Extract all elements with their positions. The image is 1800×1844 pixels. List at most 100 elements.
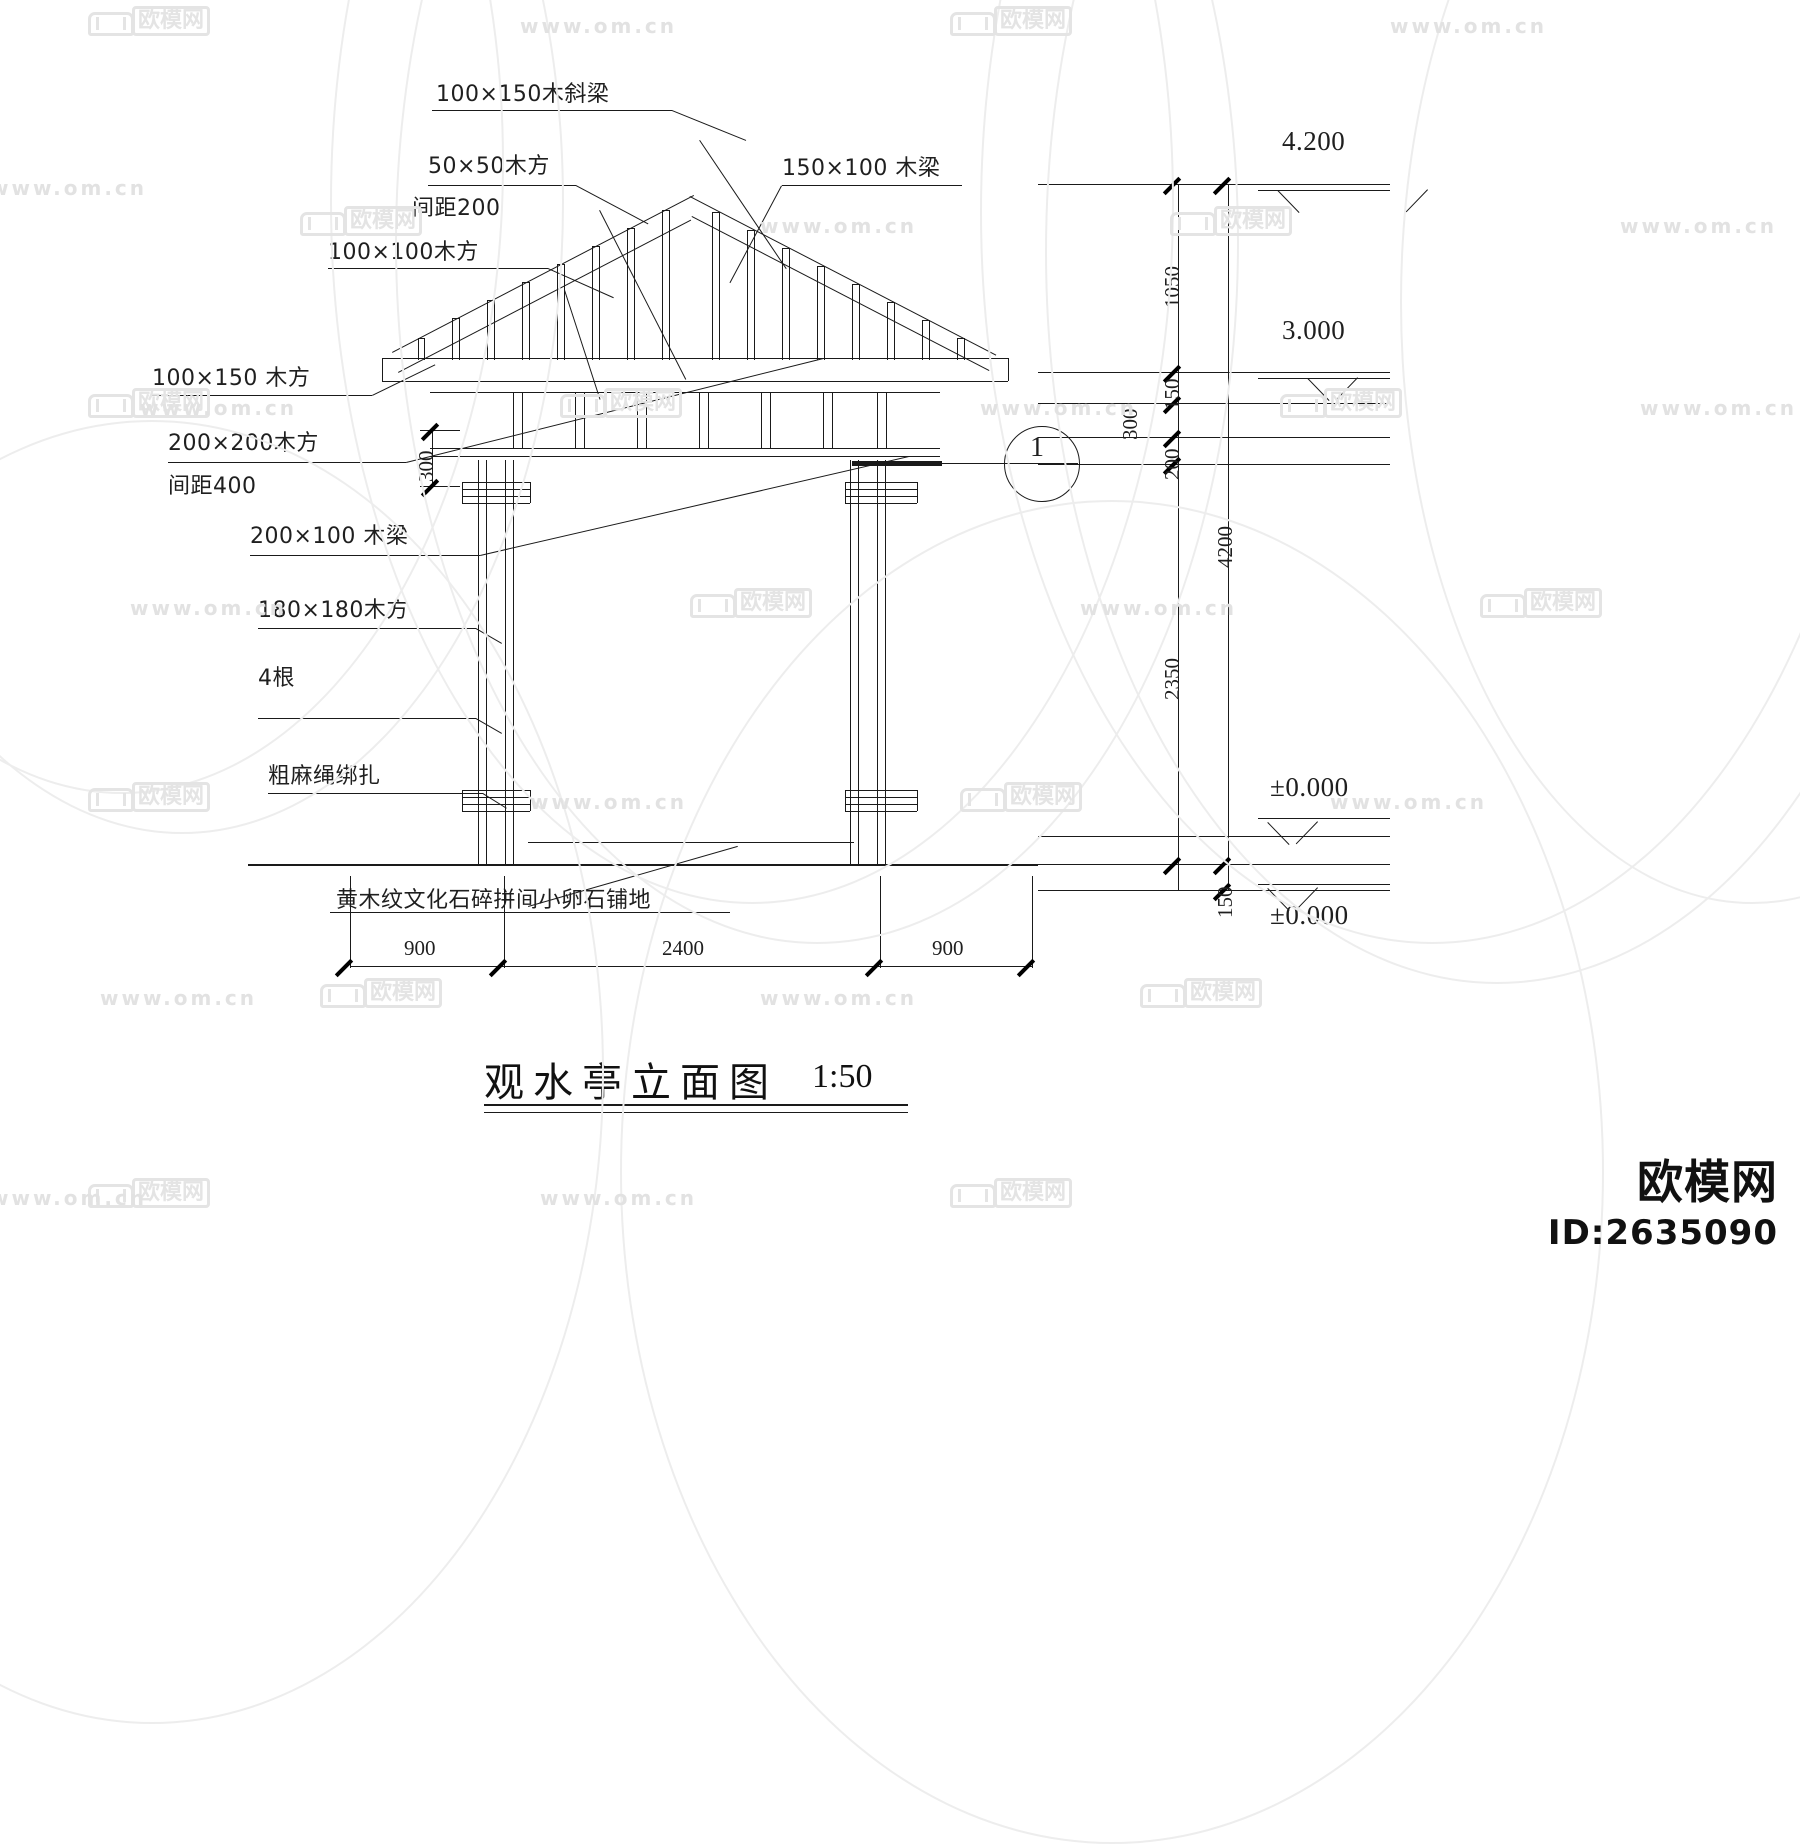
watermark-arc bbox=[0, 0, 504, 794]
leader-line-a10 bbox=[475, 628, 502, 644]
horizontal-dim-ext-2 bbox=[504, 876, 505, 968]
watermark-url: www.om.cn bbox=[1640, 396, 1798, 420]
watermark-logo: 欧模网 bbox=[88, 1178, 211, 1208]
brand-name: 欧模网 bbox=[1637, 1155, 1778, 1210]
vertical-dimension-300: 300 bbox=[1118, 408, 1142, 441]
elevation-marker-3000: 3.000 bbox=[1282, 315, 1346, 345]
dim-tick bbox=[1016, 958, 1036, 978]
dim-tick bbox=[864, 958, 884, 978]
level-line-mid-c bbox=[1038, 464, 1390, 465]
dim-tick bbox=[488, 958, 508, 978]
watermark-arc bbox=[395, 0, 1239, 944]
leader-underline-a9 bbox=[250, 555, 480, 556]
leader-line-a1 bbox=[671, 110, 747, 141]
watermark-logo: 欧模网 bbox=[950, 6, 1073, 36]
dim-chain-outer bbox=[1228, 184, 1229, 890]
watermark-url: www.om.cn bbox=[100, 986, 258, 1010]
horizontal-dim-ext-3 bbox=[880, 876, 881, 968]
level-line-4200 bbox=[1038, 184, 1390, 185]
horizontal-dimension-900-left: 900 bbox=[404, 936, 436, 960]
detail-callout-leader-thin bbox=[942, 463, 1004, 464]
annotation-paving: 黄木纹文化石碎拼间小卵石铺地 bbox=[336, 888, 652, 913]
column-right-edge-a bbox=[850, 460, 851, 864]
watermark-logo: 欧模网 bbox=[320, 978, 443, 1008]
column-left-edge-c bbox=[505, 460, 506, 864]
dim-tick bbox=[334, 958, 354, 978]
title-underline-thin bbox=[484, 1112, 908, 1113]
horizontal-dimension-900-right: 900 bbox=[932, 936, 964, 960]
elevation-marker-000-upper: ±0.000 bbox=[1270, 772, 1349, 802]
drawing-scale: 1:50 bbox=[812, 1058, 873, 1095]
eave-fascia-bottom bbox=[382, 381, 1008, 382]
elevation-marker-4200: 4.200 bbox=[1282, 126, 1346, 156]
annotation-spacing-200: 间距200 bbox=[412, 196, 501, 221]
watermark-arc bbox=[980, 0, 1800, 944]
roof-edge-right-inner bbox=[691, 216, 990, 372]
watermark-logo: 欧模网 bbox=[300, 206, 423, 236]
purlin-line-1 bbox=[430, 392, 940, 393]
dim-300-lower bbox=[420, 486, 460, 487]
paving-top-line bbox=[528, 842, 854, 843]
vertical-dimension-4200: 4200 bbox=[1213, 526, 1237, 568]
watermark-url: www.om.cn bbox=[530, 790, 688, 814]
leader-underline-a6 bbox=[152, 395, 372, 396]
level-line-000-a bbox=[1038, 836, 1390, 837]
dim-tick bbox=[420, 422, 440, 442]
column-left-edge-b bbox=[486, 460, 487, 864]
roof-edge-right-outer bbox=[689, 196, 997, 356]
leader-underline-a4 bbox=[328, 268, 548, 269]
annotation-100x150-sloped-beam: 100×150木斜梁 bbox=[436, 82, 610, 107]
detail-callout-number: 1 bbox=[1030, 432, 1045, 463]
watermark-text-layer: 欧模网 www.om.cn 欧模网 www.om.cn www.om.cn 欧模… bbox=[0, 6, 1798, 1210]
dim-300-upper bbox=[420, 430, 460, 431]
elev-3000-baseline bbox=[1258, 378, 1390, 379]
watermark-arc bbox=[1400, 0, 1800, 904]
watermark-url: www.om.cn bbox=[1620, 214, 1778, 238]
vertical-dimension-200: 200 bbox=[1160, 448, 1184, 481]
vertical-dimension-150: 150 bbox=[1160, 378, 1184, 411]
watermark-url: www.om.cn bbox=[1390, 14, 1548, 38]
eave-fascia-top bbox=[382, 358, 1008, 359]
column-right-edge-b bbox=[858, 460, 859, 864]
title-underline-thick bbox=[484, 1104, 908, 1106]
elev-000b-baseline bbox=[1258, 884, 1390, 885]
annotation-200x200-timber: 200×200木方 bbox=[168, 431, 319, 456]
annotation-180x180-timber: 180×180木方 bbox=[258, 598, 409, 623]
horizontal-dim-ext-1 bbox=[350, 876, 351, 968]
watermark-logo: 欧模网 bbox=[88, 782, 211, 812]
leader-underline-a5 bbox=[782, 185, 962, 186]
brand-block: 欧模网 ID:2635090 bbox=[1548, 1156, 1778, 1253]
annotation-spacing-400: 间距400 bbox=[168, 474, 257, 499]
vertical-dimension-2350: 2350 bbox=[1160, 658, 1184, 700]
leader-underline-a2 bbox=[428, 185, 576, 186]
level-line-mid-a bbox=[1038, 403, 1390, 404]
watermark-arc bbox=[620, 500, 1604, 1844]
watermark-logo: 欧模网 bbox=[690, 588, 813, 618]
leader-line-a2b bbox=[599, 210, 687, 380]
watermark-url: www.om.cn bbox=[760, 986, 918, 1010]
purlin-line-3 bbox=[430, 456, 940, 457]
watermark-logo: 欧模网 bbox=[960, 782, 1083, 812]
leader-line-a9 bbox=[480, 456, 909, 556]
level-line-mid-b bbox=[1038, 437, 1390, 438]
leader-line-a11 bbox=[475, 718, 502, 734]
watermark-logo: 欧模网 bbox=[1480, 588, 1603, 618]
leader-underline-a12 bbox=[268, 793, 483, 794]
elevation-marker-000-lower: ±0.000 bbox=[1270, 900, 1349, 930]
watermark-url: www.om.cn bbox=[540, 1186, 698, 1210]
eave-fascia-right-cap bbox=[1008, 358, 1009, 381]
watermark-logo: 欧模网 bbox=[950, 1178, 1073, 1208]
brand-id: ID:2635090 bbox=[1547, 1213, 1778, 1253]
eave-fascia-left-cap bbox=[382, 358, 383, 381]
horizontal-dim-line bbox=[350, 966, 1032, 967]
horizontal-dimension-2400: 2400 bbox=[662, 936, 704, 960]
watermark-url: www.om.cn bbox=[0, 1186, 148, 1210]
dim-chain-inner bbox=[1178, 184, 1179, 890]
detail-callout-leader bbox=[852, 461, 942, 466]
leader-underline-a11 bbox=[258, 718, 476, 719]
watermark-url: www.om.cn bbox=[140, 396, 298, 420]
horizontal-dim-ext-4 bbox=[1032, 876, 1033, 968]
leader-underline-a10 bbox=[258, 628, 476, 629]
leader-underline-a7 bbox=[168, 462, 406, 463]
